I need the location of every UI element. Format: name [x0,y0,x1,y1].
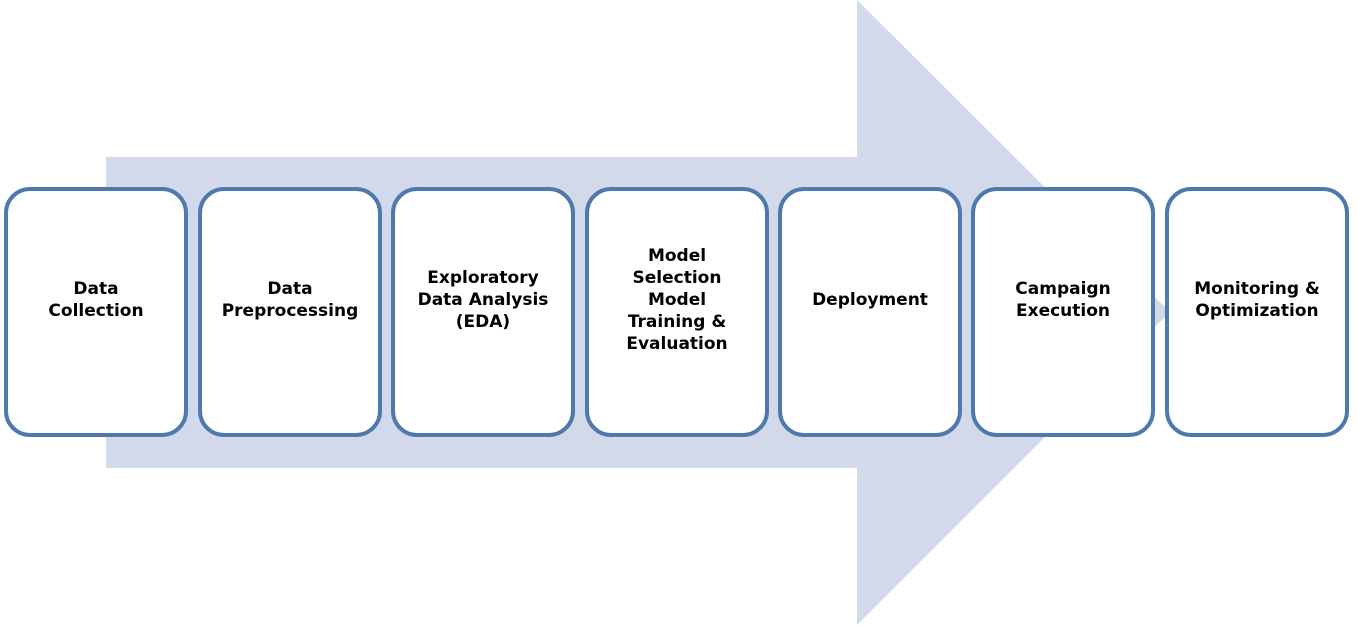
step-data-collection: Data Collection [4,187,188,437]
step-data-preprocessing: Data Preprocessing [198,187,382,437]
step-label: Monitoring & Optimization [1194,279,1320,321]
step-label: Model Selection Model Training & Evaluat… [626,246,728,354]
step-label: Exploratory Data Analysis (EDA) [417,268,549,332]
step-label: Data Preprocessing [221,279,359,321]
step-model-selection-training: Model Selection Model Training & Evaluat… [585,187,769,437]
step-label: Campaign Execution [1015,279,1111,321]
step-label: Data Collection [48,279,144,321]
step-deployment: Deployment [778,187,962,437]
step-monitoring-optimization: Monitoring & Optimization [1165,187,1349,437]
step-campaign-execution: Campaign Execution [971,187,1155,437]
step-label: Deployment [812,290,928,310]
step-exploratory-data-analysis: Exploratory Data Analysis (EDA) [391,187,575,437]
